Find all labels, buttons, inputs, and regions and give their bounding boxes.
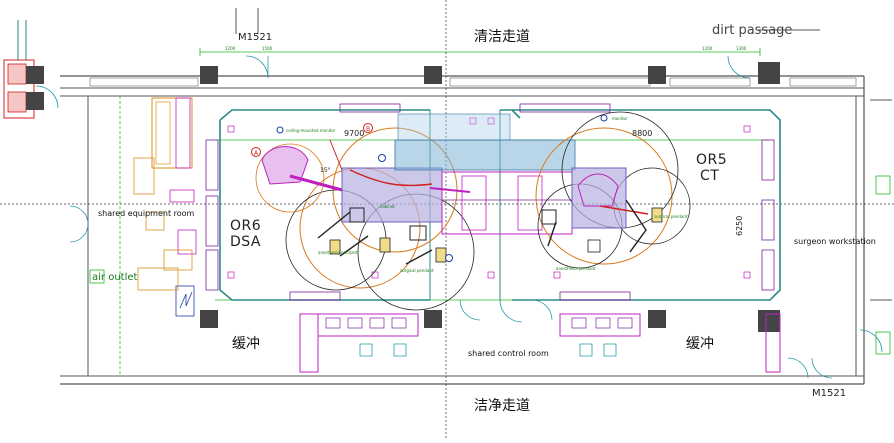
shared-imaging-zone-top — [397, 113, 511, 141]
marker-a: A — [251, 147, 261, 157]
shared-equipment-label: shared equipment room — [98, 209, 195, 218]
dim-tick-left: 1200 — [225, 46, 236, 51]
label-surgical-pendant-or6: surgical pendant — [400, 268, 434, 273]
dim-tick-left2: 1500 — [262, 46, 273, 51]
door-label-bottom-right: M1521 — [812, 388, 846, 399]
dim-or5-width: 8800 — [632, 129, 652, 138]
buffer-right-label: 缓冲 — [686, 336, 714, 352]
or5-label-line1: OR5 — [696, 152, 727, 168]
dim-tick-right2: 1300 — [736, 46, 747, 51]
control-room-desks — [299, 313, 781, 373]
or5-equipment: surgical pendant anesthesia pendant moni… — [535, 111, 691, 271]
marker-b-label: B — [366, 126, 370, 133]
wall-cabinets — [205, 103, 775, 301]
corridor-dirt-label: dirt passage — [712, 23, 792, 38]
dim-angle: 15° — [320, 167, 331, 174]
shared-imaging-zone — [394, 139, 576, 171]
buffer-left-label: 缓冲 — [232, 336, 260, 352]
or6-label-line1: OR6 — [230, 218, 261, 234]
label-surgical-pendant-or5: surgical pendant — [654, 214, 688, 219]
room-markers — [227, 117, 751, 279]
or6-label-line2: DSA — [230, 234, 261, 250]
shared-control-label: shared control room — [468, 349, 549, 358]
air-outlet-box — [89, 269, 105, 284]
pillars — [26, 62, 780, 332]
dim-or5-depth: 6250 — [735, 216, 744, 236]
dim-tick-right: 1200 — [702, 46, 713, 51]
dim-or6-width: 9700 — [344, 129, 364, 138]
central-table — [441, 171, 573, 235]
or6-equipment: ceiling-mounted monitor anesthesia penda… — [255, 126, 475, 311]
right-side-markers — [875, 175, 891, 355]
label-monitor-or5: monitor — [612, 116, 628, 121]
label-cabinet-or6: cabinet — [380, 204, 395, 209]
marker-b: B — [363, 123, 373, 133]
corridor-clean2-label: 洁净走道 — [474, 398, 530, 414]
air-outlet-label: air outlet — [92, 272, 138, 283]
or5-label-line2: CT — [700, 168, 719, 184]
surgeon-workstation-label: surgeon workstation — [794, 237, 876, 246]
door-label-top-left: M1521 — [238, 32, 272, 43]
shared-equipment-room — [69, 97, 197, 317]
corridor-clean-label: 清洁走道 — [474, 29, 530, 45]
label-anesthesia-pendant-or5: anesthesia pendant — [556, 266, 596, 271]
marker-a-label: A — [254, 150, 259, 157]
door-swings — [35, 55, 883, 379]
label-anesthesia-pendant-or6: anesthesia pendant — [318, 250, 358, 255]
building-walls — [60, 8, 892, 385]
label-ceiling-monitor: ceiling-mounted monitor — [286, 128, 336, 133]
